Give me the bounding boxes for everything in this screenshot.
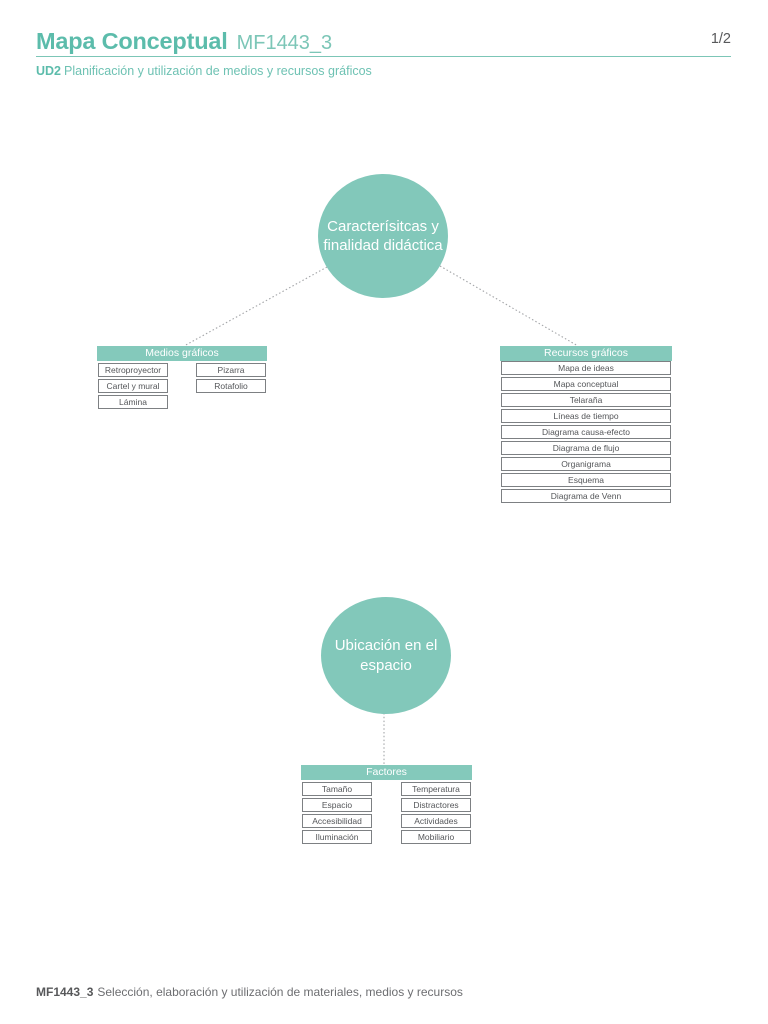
group-medios-title: Medios gráficos: [97, 346, 267, 361]
list-item: Diagrama causa-efecto: [501, 425, 671, 439]
unit-label: UD2: [36, 64, 62, 78]
list-item: Cartel y mural: [98, 379, 168, 393]
list-item: Espacio: [302, 798, 372, 812]
footer-course-code: MF1443_3: [36, 985, 94, 999]
concept-node-caracteristicas: Caracterísitcas y finalidad didáctica: [318, 174, 448, 298]
list-item: Líneas de tiempo: [501, 409, 671, 423]
course-code: MF1443_3: [236, 32, 333, 54]
group-factores-title: Factores: [301, 765, 472, 780]
unit-title: Planificación y utilización de medios y …: [64, 64, 372, 78]
list-item: Esquema: [501, 473, 671, 487]
connector-caracteristicas-medios: [183, 266, 328, 347]
list-item: Mapa de ideas: [501, 361, 671, 375]
concept-node-ubicacion: Ubicación en el espacio: [321, 597, 451, 714]
list-item: Distractores: [401, 798, 471, 812]
list-item: Organigrama: [501, 457, 671, 471]
list-item: Actividades: [401, 814, 471, 828]
list-item: Pizarra: [196, 363, 266, 377]
list-item: Mobiliario: [401, 830, 471, 844]
header-divider: [36, 56, 731, 57]
list-item: Diagrama de flujo: [501, 441, 671, 455]
list-item: Tamaño: [302, 782, 372, 796]
list-item: Lámina: [98, 395, 168, 409]
list-item: Mapa conceptual: [501, 377, 671, 391]
list-item: Temperatura: [401, 782, 471, 796]
connector-caracteristicas-recursos: [439, 265, 579, 347]
group-recursos-title: Recursos gráficos: [500, 346, 672, 361]
page-number: 1/2: [710, 31, 731, 47]
list-item: Accesibilidad: [302, 814, 372, 828]
list-item: Diagrama de Venn: [501, 489, 671, 503]
list-item: Telaraña: [501, 393, 671, 407]
footer-course-title: Selección, elaboración y utilización de …: [97, 985, 463, 999]
list-item: Rotafolio: [196, 379, 266, 393]
page-header: Mapa Conceptual MF1443_3: [36, 28, 731, 55]
list-item: Iluminación: [302, 830, 372, 844]
list-item: Retroproyector: [98, 363, 168, 377]
page-title: Mapa Conceptual: [36, 28, 228, 54]
